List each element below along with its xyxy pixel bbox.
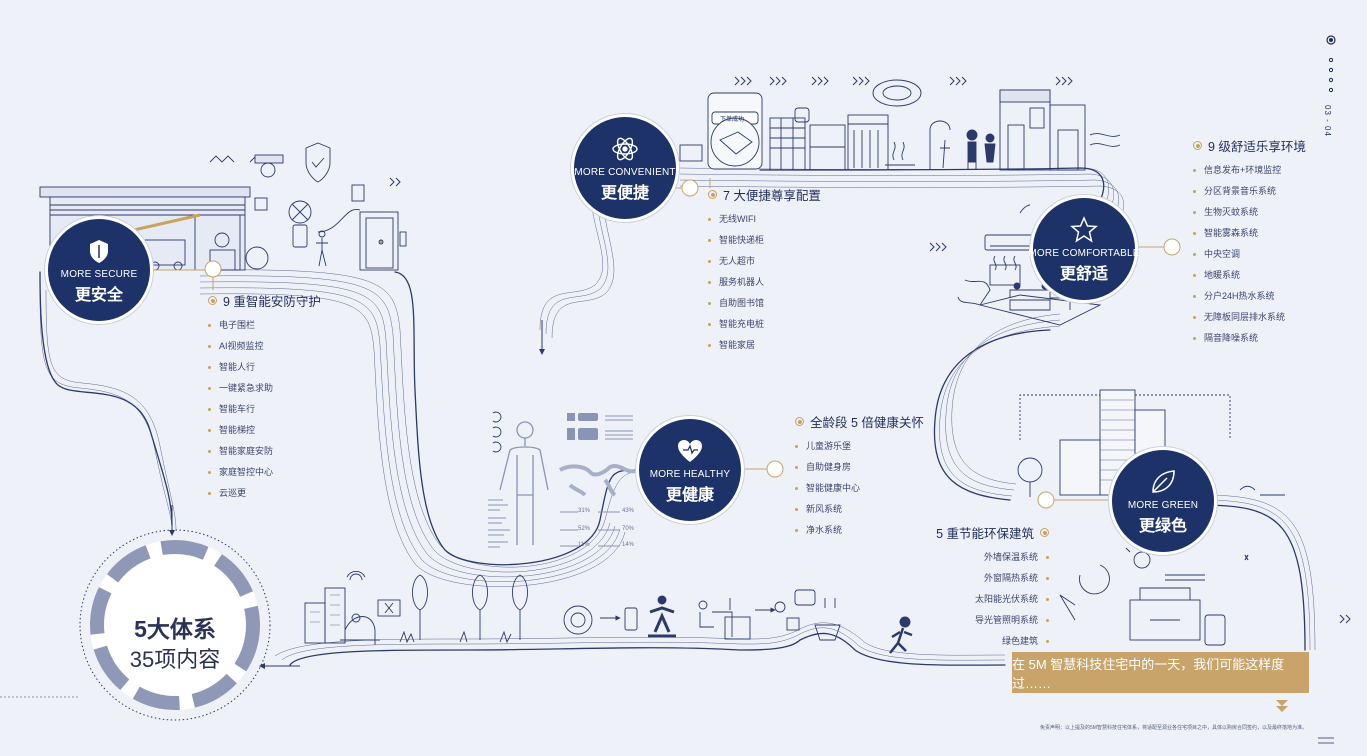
more-comfortable-circle: MORE COMFORTABLE 更舒适 [1028, 198, 1139, 300]
list-item: 导光管照明系统 [936, 610, 1049, 631]
phone-order-text: 下单成功 [720, 117, 745, 123]
list-item: 外墙保温系统 [936, 547, 1049, 568]
list-item: 儿童游乐堡 [795, 436, 924, 457]
healthy-list: 全龄段 5 倍健康关怀 儿童游乐堡 自助健身房 智能健康中心 新风系统 净水系统 [795, 412, 924, 541]
health-scene [488, 411, 636, 548]
list-item: 智能家居 [708, 335, 821, 356]
comfort-scene [957, 204, 1102, 326]
list-item: 中央空调 [1193, 244, 1306, 265]
chevrons [389, 76, 1351, 624]
list-item: 无人超市 [708, 251, 821, 272]
list-item: 绿色建筑 [936, 631, 1049, 652]
list-item: 生物灭蚊系统 [1193, 202, 1306, 223]
list-item: 外窗隔热系统 [936, 568, 1049, 589]
more-healthy-circle: MORE HEALTHY 更健康 [639, 419, 741, 521]
list-item: 智能家庭安防 [208, 441, 321, 462]
health-stat: 11% [578, 542, 590, 548]
more-secure-circle: MORE SECURE 更安全 [48, 219, 150, 321]
list-item: 无线WIFI [708, 209, 821, 230]
star-icon [1070, 215, 1098, 243]
list-item: 智能充电桩 [708, 314, 821, 335]
page-number: 03 - 04 [1323, 105, 1332, 137]
secure-title: 9 重智能安防守护 [208, 291, 321, 310]
list-item: 无障板同层排水系统 [1193, 307, 1306, 328]
more-convenient-circle: MORE CONVENIENT 更便捷 [574, 117, 676, 219]
summary-dial [79, 529, 271, 721]
secure-list: 9 重智能安防守护 电子围栏 AI视频监控 智能人行 一键紧急求助 智能车行 智… [208, 291, 321, 504]
comfortable-list: 9 级舒适乐享环境 信息发布+环境监控 分区背景音乐系统 生物灭蚊系统 智能雾森… [1193, 136, 1306, 349]
shield-icon [90, 239, 108, 263]
leaf-icon [1152, 469, 1175, 493]
list-item: 分户24H热水系统 [1193, 286, 1306, 307]
green-en: MORE GREEN [1127, 499, 1199, 511]
comfortable-title: 9 级舒适乐享环境 [1193, 136, 1306, 155]
list-item: 智能快递柜 [708, 230, 821, 251]
page-indicator [1326, 35, 1336, 93]
list-item: 隔音降噪系统 [1193, 328, 1306, 349]
list-item: 分区背景音乐系统 [1193, 181, 1306, 202]
health-stat: 70% [622, 526, 635, 532]
list-item: 电子围栏 [208, 315, 321, 336]
list-item: 地暖系统 [1193, 265, 1306, 286]
list-item: 智能健康中心 [795, 478, 924, 499]
list-item: 智能雾森系统 [1193, 223, 1306, 244]
list-item: 自助图书馆 [708, 293, 821, 314]
list-item: 云巡更 [208, 483, 321, 504]
list-item: 太阳能光伏系统 [936, 589, 1049, 610]
more-green-circle: MORE GREEN 更绿色 [1112, 450, 1214, 552]
list-item: AI视频监控 [208, 336, 321, 357]
list-item: 家庭智控中心 [208, 462, 321, 483]
list-item: 新风系统 [795, 499, 924, 520]
healthy-zh: 更健康 [665, 486, 714, 504]
convenient-list: 7 大便捷尊享配置 无线WIFI 智能快递柜 无人超市 服务机器人 自助图书馆 … [708, 185, 821, 356]
bottom-scene [304, 570, 913, 654]
list-item: 智能车行 [208, 399, 321, 420]
healthy-title: 全龄段 5 倍健康关怀 [795, 412, 924, 431]
atom-icon [612, 137, 638, 160]
secure-zh: 更安全 [74, 286, 123, 304]
list-item: 净水系统 [795, 520, 924, 541]
down-arrow-icon [1276, 700, 1288, 712]
health-stats: 31% 43% 52% 70% 11% 14% [578, 508, 635, 548]
list-item: 智能人行 [208, 357, 321, 378]
list-item: 服务机器人 [708, 272, 821, 293]
secure-en: MORE SECURE [60, 268, 138, 280]
convenient-en: MORE CONVENIENT [574, 166, 676, 178]
convenient-zh: 更便捷 [600, 184, 649, 202]
list-item: 信息发布+环境监控 [1193, 160, 1306, 181]
list-item: 一键紧急求助 [208, 378, 321, 399]
comfortable-en: MORE COMFORTABLE [1028, 247, 1140, 259]
summary-subtitle: 35项内容 [129, 647, 221, 672]
summary-title: 5大体系 [134, 616, 216, 642]
heart-icon [678, 439, 702, 462]
green-zh: 更绿色 [1138, 517, 1187, 535]
health-stat: 52% [578, 526, 591, 532]
health-stat: 31% [578, 508, 591, 514]
connectors [148, 178, 1181, 509]
disclaimer: 免责声明：以上提及的5M智慧科技住宅体系，将适配至源业各住宅项目之中，具体以购房… [1040, 725, 1307, 731]
health-stat: 43% [622, 508, 635, 514]
green-list: 5 重节能环保建筑 外墙保温系统 外窗隔热系统 太阳能光伏系统 导光管照明系统 … [936, 523, 1049, 652]
health-stat: 14% [622, 542, 635, 548]
convenience-scene [679, 79, 1121, 171]
list-item: 自助健身房 [795, 457, 924, 478]
list-item: 智能梯控 [208, 420, 321, 441]
green-title: 5 重节能环保建筑 [936, 523, 1049, 542]
healthy-en: MORE HEALTHY [649, 468, 731, 480]
day-banner: 在 5M 智慧科技住宅中的一天，我们可能这样度过…… [1012, 652, 1309, 693]
comfortable-zh: 更舒适 [1059, 265, 1108, 283]
convenient-title: 7 大便捷尊享配置 [708, 185, 821, 204]
